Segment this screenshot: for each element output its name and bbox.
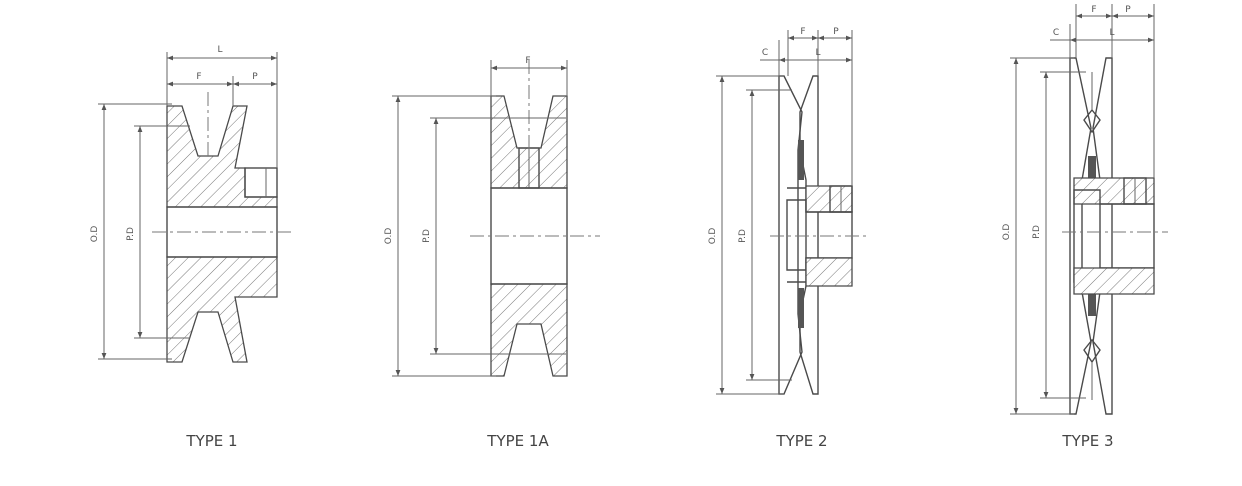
type2-od-label: O.D: [708, 228, 718, 245]
pulley-type-1a: O.D P.D F TYPE 1A: [384, 56, 600, 450]
type1-pd-label: P.D: [126, 227, 136, 241]
type1-p-label: P: [252, 72, 258, 82]
type2-c-label: C: [762, 48, 768, 58]
type1a-pd-label: P.D: [422, 229, 432, 243]
pulley-type-2: O.D P.D F P L C TYPE 2: [708, 27, 870, 450]
pulley-type-3: O.D P.D F P L C TYPE 3: [1002, 4, 1168, 450]
type3-f-label: F: [1091, 5, 1096, 15]
type2-belt-upper: [798, 140, 804, 180]
type3-hub-bottom: [1073, 267, 1155, 295]
type2-disc: [778, 75, 803, 395]
type1-l-label: L: [217, 45, 222, 55]
type2-pd-label: P.D: [738, 229, 748, 243]
type3-l-label: L: [1109, 28, 1114, 38]
type2-p-label: P: [833, 27, 839, 37]
type1-section-bottom: [166, 256, 278, 363]
type1-section-top: [166, 105, 278, 208]
type2-l-label: L: [815, 48, 820, 58]
type3-c-label: C: [1053, 28, 1059, 38]
type3-p-label: P: [1125, 5, 1131, 15]
pulley-type-1: O.D P.D L F P TYPE 1: [90, 45, 292, 450]
type2-title: TYPE 2: [775, 432, 827, 450]
type2-f-label: F: [800, 27, 805, 37]
type3-disc-rear: [1092, 57, 1113, 415]
type1a-od-label: O.D: [384, 228, 394, 245]
type1a-section-bottom: [490, 283, 568, 377]
type1-keyway: [244, 167, 278, 198]
type1-title: TYPE 1: [185, 432, 237, 450]
type3-pd-label: P.D: [1032, 225, 1042, 239]
type3-belt-upper: [1088, 156, 1096, 178]
type3-title: TYPE 3: [1061, 432, 1113, 450]
type1a-title: TYPE 1A: [486, 432, 549, 450]
type2-belt-lower: [798, 288, 804, 328]
type1-od-label: O.D: [90, 226, 100, 243]
type2-hub-top: [805, 185, 853, 213]
type1-f-label: F: [196, 72, 201, 82]
type3-belt-lower: [1088, 294, 1096, 316]
type3-od-label: O.D: [1002, 224, 1012, 241]
type3-disc-front: [1069, 57, 1092, 415]
type3-hub-top: [1073, 177, 1155, 205]
type1a-f-label: F: [525, 56, 530, 66]
type2-hub-bottom: [805, 257, 853, 287]
